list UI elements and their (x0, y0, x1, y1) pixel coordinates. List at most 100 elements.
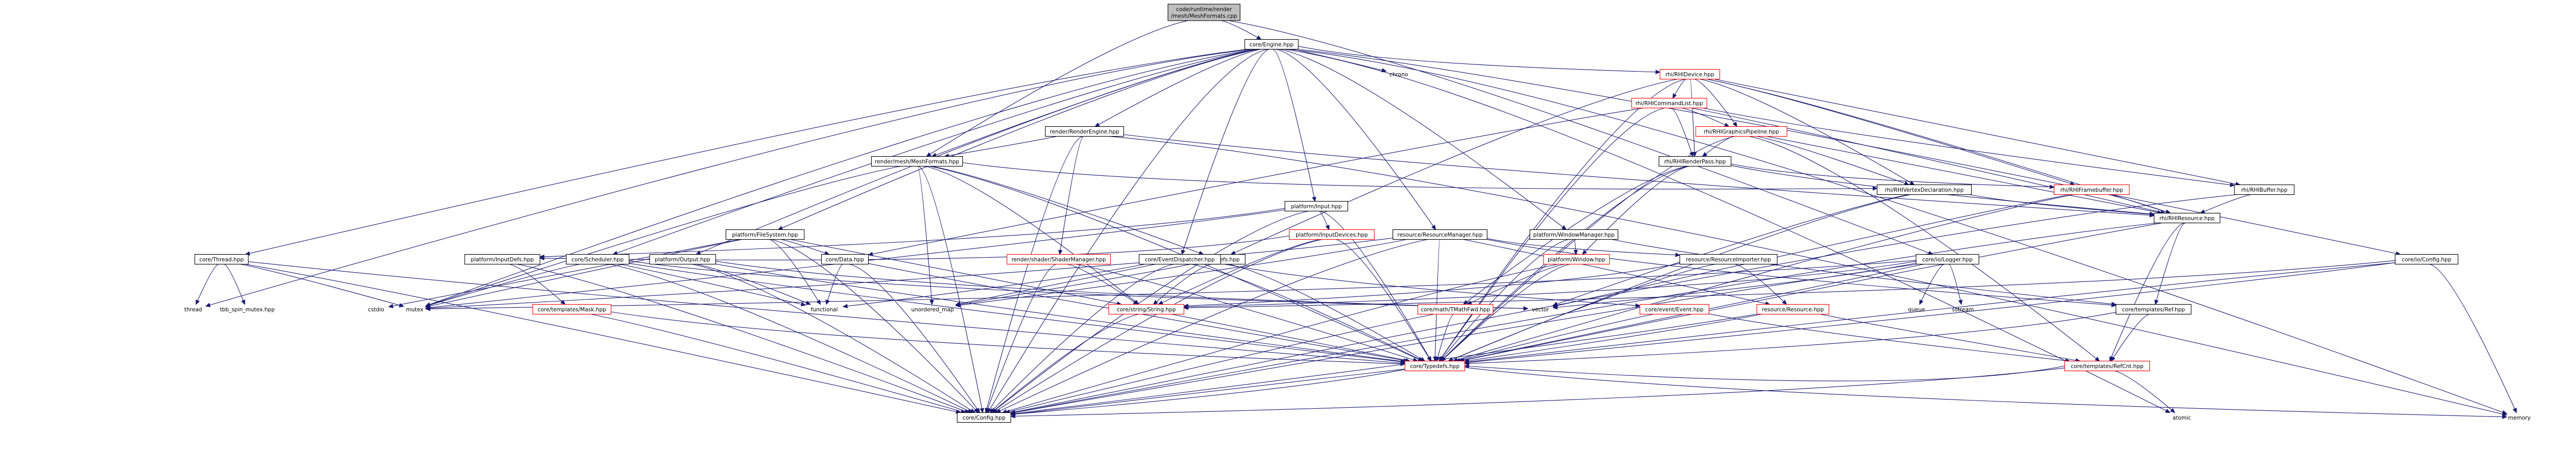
edge-arrowhead (955, 301, 961, 306)
node-tmathfwd[interactable]: core/math/TMathFwd.hpp (1417, 304, 1494, 315)
node-output[interactable]: platform/Output.hpp (649, 254, 716, 265)
node-rhibuffer[interactable]: rhi/RHIBuffer.hpp (2234, 184, 2295, 195)
node-label: queue (1908, 307, 1925, 313)
edge-shadermanager-to-typedefs (1076, 263, 1418, 362)
edge-inputdevices-to-config (993, 239, 1323, 413)
node-chrono: chrono (1389, 72, 1408, 78)
node-label: core/event/Event.hpp (1645, 307, 1703, 313)
node-rhigfxpipe[interactable]: rhi/RHIGraphicsPipeline.hpp (1695, 126, 1788, 137)
edge-rhiresource-to-ref (2155, 222, 2185, 305)
edge-arrowhead (1464, 361, 1469, 366)
edge-refcnt-to-typedefs (1464, 365, 2065, 381)
node-ioconfig[interactable]: core/io/Config.hpp (2395, 254, 2459, 265)
edge-engine-to-memory (1287, 48, 2507, 414)
edge-ioconfig-to-string (1183, 260, 2396, 308)
edge-input-to-config (991, 210, 1309, 413)
node-label: core/Data.hpp (826, 257, 865, 263)
edge-shadermanager-to-string (1067, 263, 1138, 305)
node-label: core/templates/RefCnt.hpp (2071, 363, 2143, 370)
edge-input-to-typedefs (1319, 210, 1432, 361)
node-windowmanager[interactable]: platform/WindowManager.hpp (1529, 229, 1619, 240)
edge-arrowhead (1561, 225, 1567, 230)
node-resource[interactable]: resource/Resource.hpp (1756, 304, 1829, 315)
edge-arrowhead (1552, 305, 1558, 310)
node-inputdevices[interactable]: platform/InputDevices.hpp (1289, 229, 1375, 240)
node-label: rhi/RHIBuffer.hpp (2241, 187, 2287, 193)
node-eventdispatcher[interactable]: core/EventDispatcher.hpp (1139, 254, 1221, 265)
node-rhirenderpass[interactable]: rhi/RHIRenderPass.hpp (1658, 156, 1732, 167)
edge-logger-to-vector (1553, 262, 1917, 308)
edge-arrowhead (1655, 70, 1661, 74)
node-mask[interactable]: core/templates/Mask.hpp (532, 304, 612, 315)
node-label: rhi/RHIRenderPass.hpp (1664, 159, 1726, 165)
edge-rhidevice-to-rhiresource (1706, 78, 2171, 214)
edge-filesystem-to-cstdio (388, 239, 740, 307)
node-coredata[interactable]: core/Data.hpp (821, 254, 869, 265)
node-box (1045, 126, 1124, 137)
node-rhidevice[interactable]: rhi/RHIDevice.hpp (1659, 69, 1720, 80)
node-input[interactable]: platform/Input.hpp (1284, 201, 1348, 212)
edge-resmanager-to-mutex (426, 238, 1393, 309)
edge-arrowhead (1256, 35, 1262, 40)
edge-arrowhead (2165, 408, 2171, 413)
edge-arrowhead (2502, 412, 2507, 416)
edge-arrowhead (399, 303, 404, 308)
edge-arrowhead (2502, 414, 2507, 419)
edge-inputdefs-to-config (517, 263, 970, 413)
edge-arrowhead (241, 299, 245, 305)
node-resmanager[interactable]: resource/ResourceManager.hpp (1392, 229, 1488, 240)
node-box (2064, 360, 2150, 372)
node-resimporter[interactable]: resource/ResourceImporter.hpp (1679, 254, 1778, 265)
edge-rhidevice-to-rhibuffer (1714, 78, 2240, 186)
node-typedefs[interactable]: core/Typedefs.hpp (1404, 360, 1465, 372)
edge-output-to-vector (715, 261, 1528, 309)
node-box (1139, 254, 1221, 265)
edge-rhicmdlist-to-coredata (868, 107, 1643, 255)
node-renderengine[interactable]: render/RenderEngine.hpp (1045, 126, 1124, 137)
node-rhiresource[interactable]: rhi/RHIResource.hpp (2154, 212, 2221, 224)
edge-arrowhead (560, 299, 566, 305)
node-logger[interactable]: core/io/Logger.hpp (1916, 254, 1979, 265)
node-box (1244, 39, 1299, 50)
node-rhivertexdecl[interactable]: rhi/RHIVertexDeclaration.hpp (1876, 184, 1972, 195)
node-thread_std: thread (184, 307, 202, 313)
node-event[interactable]: core/event/Event.hpp (1639, 304, 1709, 315)
node-box (1679, 254, 1778, 265)
edge-renderengine-to-meshformats (944, 136, 1057, 157)
edge-arrowhead (2230, 182, 2235, 187)
node-box (194, 254, 249, 265)
edge-arrowhead (1582, 249, 1587, 255)
node-thread[interactable]: core/Thread.hpp (194, 254, 249, 265)
node-meshformats[interactable]: render/mesh/MeshFormats.hpp (871, 156, 963, 167)
node-string[interactable]: core/string/String.hpp (1108, 304, 1184, 315)
node-ref[interactable]: core/templates/Ref.hpp (2115, 304, 2192, 315)
edge-scheduler-to-vector (629, 260, 1528, 309)
node-rhiframebuffer[interactable]: rhi/RHIFramebuffer.hpp (2054, 184, 2130, 195)
node-label: core/Engine.hpp (1249, 42, 1294, 48)
edge-ioconfig-to-typedefs (1464, 262, 2396, 363)
edge-rhiresource-to-typedefs (1460, 222, 2162, 362)
node-engine[interactable]: core/Engine.hpp (1244, 39, 1299, 50)
node-shadermanager[interactable]: render/shader/ShaderManager.hpp (1006, 254, 1111, 265)
edge-engine-to-output (696, 48, 1259, 255)
edge-string-to-config (991, 313, 1139, 413)
edge-windowmanager-to-typedefs (1439, 239, 1569, 361)
node-scheduler[interactable]: core/Scheduler.hpp (566, 254, 630, 265)
node-config[interactable]: core/Config.hpp (957, 412, 1011, 423)
node-refcnt[interactable]: core/templates/RefCnt.hpp (2064, 360, 2150, 372)
edge-meshformats-to-string (924, 165, 1139, 305)
node-rhicmdlist[interactable]: rhi/RHICommandList.hpp (1631, 97, 1707, 109)
edge-engine-to-rhidevice (1298, 46, 1660, 73)
edge-arrowhead (842, 304, 848, 309)
node-window[interactable]: platform/Window.hpp (1543, 254, 1610, 265)
node-root[interactable]: code/runtime/render/mesh/MeshFormats.cpp (1167, 4, 1241, 21)
edge-engine-to-meshformats (931, 48, 1257, 157)
node-label: rhi/RHIGraphicsPipeline.hpp (1704, 129, 1780, 135)
node-filesystem[interactable]: platform/FileSystem.hpp (725, 229, 805, 240)
edge-rhibuffer-to-config (1010, 194, 2237, 413)
node-box (649, 254, 716, 265)
edge-renderengine-to-memory (1109, 136, 2507, 415)
node-inputdefs[interactable]: platform/InputDefs.hpp (464, 254, 540, 265)
edge-inputdefs-to-mask (509, 263, 566, 305)
node-functional: functional (811, 307, 838, 313)
